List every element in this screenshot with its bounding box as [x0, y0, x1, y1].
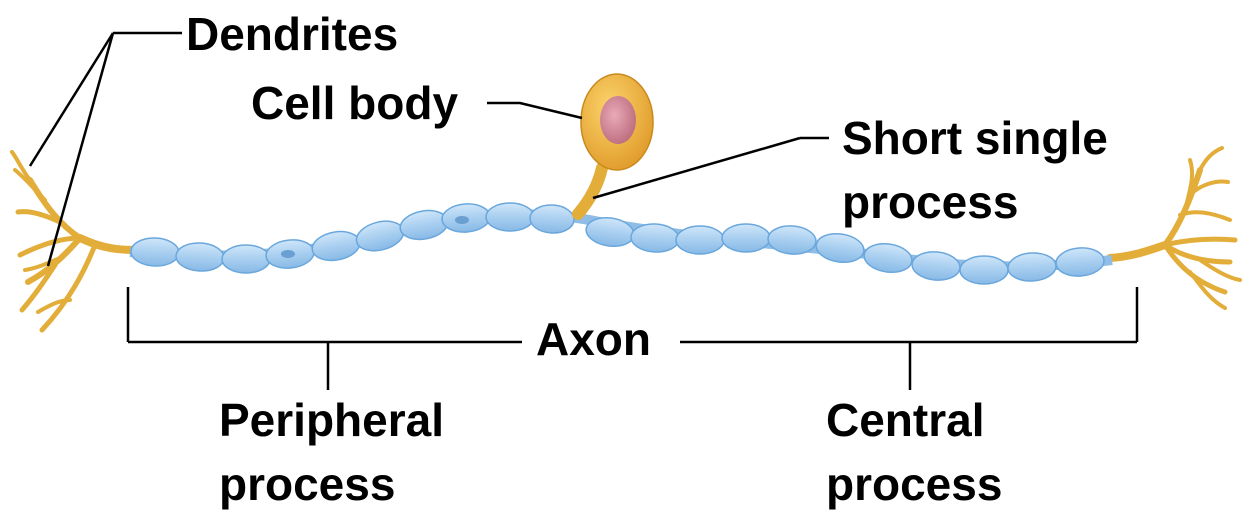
axon-label: Axon	[536, 307, 651, 371]
dendrites-label: Dendrites	[186, 2, 398, 66]
central-process-line1: Central	[826, 388, 1002, 452]
short-single-process-line2: process	[842, 170, 1108, 234]
nucleus	[600, 96, 636, 144]
cell-body-label: Cell body	[251, 71, 458, 135]
central-process-line2: process	[826, 452, 1002, 516]
central-process-label: Central process	[826, 388, 1002, 516]
right-dendrites	[1110, 148, 1240, 308]
peripheral-process-line1: Peripheral	[219, 388, 444, 452]
short-single-process-label: Short single process	[842, 106, 1108, 234]
peripheral-process-line2: process	[219, 452, 444, 516]
short-single-process-line1: Short single	[842, 106, 1108, 170]
short-single-process	[578, 168, 602, 214]
peripheral-process-label: Peripheral process	[219, 388, 444, 516]
